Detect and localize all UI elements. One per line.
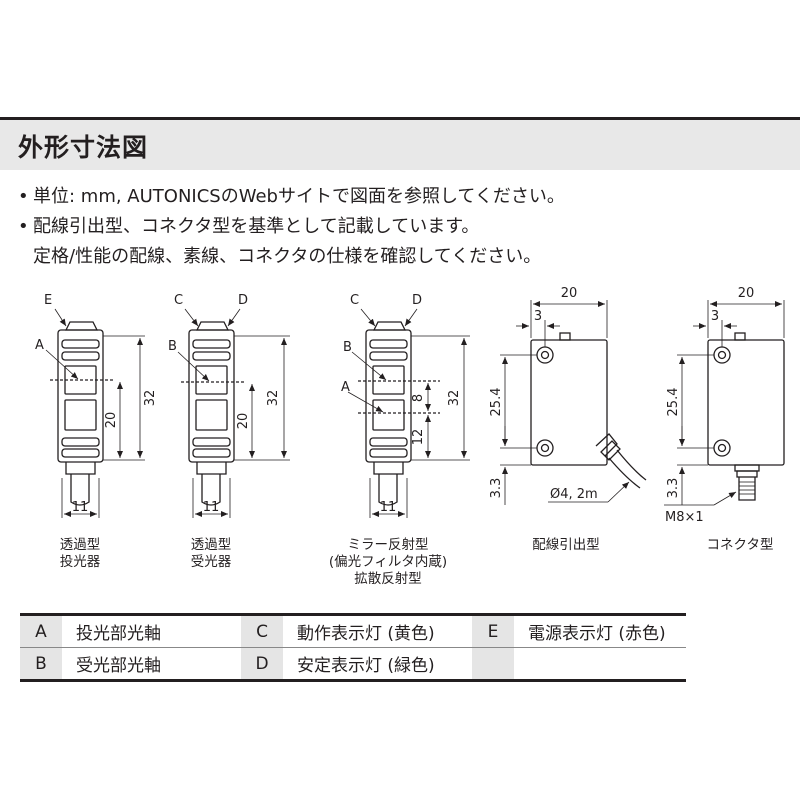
bullet-icon: • bbox=[18, 216, 29, 237]
section-title: 外形寸法図 bbox=[18, 133, 149, 162]
dim-upper: 8 bbox=[411, 394, 426, 402]
legend-desc-empty bbox=[514, 647, 686, 682]
dim-bottom: 3.3 bbox=[666, 478, 681, 499]
note-item: •単位: mm, AUTONICSのWebサイトで図面を参照してください。 bbox=[18, 182, 565, 212]
label-c: C bbox=[174, 293, 183, 308]
dim-offset: 3 bbox=[534, 309, 542, 324]
label-b: B bbox=[168, 339, 177, 354]
legend-key: A bbox=[20, 613, 62, 648]
caption-emitter-2: 投光器 bbox=[60, 554, 101, 570]
drawing-connector-type bbox=[664, 300, 785, 506]
caption-connector: コネクタ型 bbox=[707, 537, 774, 553]
dim-height: 25.4 bbox=[666, 388, 681, 417]
label-c: C bbox=[350, 293, 359, 308]
caption-mirror-2: (偏光フィルタ内蔵) bbox=[329, 554, 447, 570]
caption-mirror-1: ミラー反射型 bbox=[348, 537, 429, 553]
dim-lower: 12 bbox=[411, 429, 426, 446]
section-header bbox=[0, 120, 800, 170]
caption-cable: 配線引出型 bbox=[532, 537, 600, 553]
legend-key: B bbox=[20, 647, 62, 682]
label-b: B bbox=[343, 340, 352, 355]
caption-emitter-1: 透過型 bbox=[60, 537, 101, 553]
legend-key: C bbox=[241, 613, 283, 648]
legend-desc: 投光部光軸 bbox=[62, 613, 241, 648]
dim-width: 11 bbox=[380, 500, 397, 515]
bullet-icon: • bbox=[18, 186, 29, 207]
legend-desc: 受光部光軸 bbox=[62, 647, 241, 682]
dim-width: 11 bbox=[203, 500, 220, 515]
dim-axis: 20 bbox=[236, 413, 251, 430]
dim-length: 32 bbox=[143, 390, 158, 407]
dim-length: 32 bbox=[447, 390, 462, 407]
drawing-mirror-reflective bbox=[347, 308, 470, 518]
drawing-cable-type bbox=[500, 300, 647, 505]
dim-width: 20 bbox=[561, 286, 578, 301]
note-text-3: 定格/性能の配線、素線、コネクタの仕様を確認してください。 bbox=[33, 246, 542, 267]
dim-length: 32 bbox=[266, 390, 281, 407]
dim-axis: 20 bbox=[104, 412, 119, 429]
label-a: A bbox=[341, 380, 350, 395]
dim-bottom: 3.3 bbox=[489, 478, 504, 499]
dim-height: 25.4 bbox=[489, 388, 504, 417]
legend-key: D bbox=[241, 647, 283, 682]
legend-key-empty bbox=[472, 647, 514, 682]
legend-key: E bbox=[472, 613, 514, 648]
note-text-2: 配線引出型、コネクタ型を基準として記載しています。 bbox=[33, 216, 480, 237]
note-item: 定格/性能の配線、素線、コネクタの仕様を確認してください。 bbox=[18, 242, 565, 272]
table-row: A 投光部光軸 C 動作表示灯 (黄色) E 電源表示灯 (赤色) bbox=[20, 613, 686, 648]
note-text-1: 単位: mm, AUTONICSのWebサイトで図面を参照してください。 bbox=[33, 186, 565, 207]
label-d: D bbox=[238, 293, 248, 308]
legend-table: A 投光部光軸 C 動作表示灯 (黄色) E 電源表示灯 (赤色) B 受光部光… bbox=[20, 613, 686, 682]
legend-desc: 電源表示灯 (赤色) bbox=[514, 613, 686, 648]
legend-desc: 安定表示灯 (緑色) bbox=[283, 647, 472, 682]
table-row: B 受光部光軸 D 安定表示灯 (緑色) bbox=[20, 647, 686, 682]
drawing-throughbeam-emitter bbox=[45, 308, 145, 518]
label-e: E bbox=[44, 293, 52, 308]
notes-list: •単位: mm, AUTONICSのWebサイトで図面を参照してください。 •配… bbox=[18, 182, 565, 272]
note-item: •配線引出型、コネクタ型を基準として記載しています。 bbox=[18, 212, 565, 242]
label-a: A bbox=[35, 338, 44, 353]
caption-receiver-2: 受光器 bbox=[191, 554, 232, 570]
section-top-rule bbox=[0, 117, 800, 120]
dim-width: 20 bbox=[738, 286, 755, 301]
label-d: D bbox=[412, 293, 422, 308]
cable-spec: Ø4, 2m bbox=[550, 487, 598, 502]
legend-desc: 動作表示灯 (黄色) bbox=[283, 613, 472, 648]
caption-receiver-1: 透過型 bbox=[191, 537, 232, 553]
dim-width: 11 bbox=[72, 500, 89, 515]
caption-mirror-3: 拡散反射型 bbox=[354, 571, 422, 587]
connector-spec: M8×1 bbox=[665, 510, 704, 525]
dim-offset: 3 bbox=[711, 309, 719, 324]
drawing-throughbeam-receiver bbox=[177, 308, 290, 518]
